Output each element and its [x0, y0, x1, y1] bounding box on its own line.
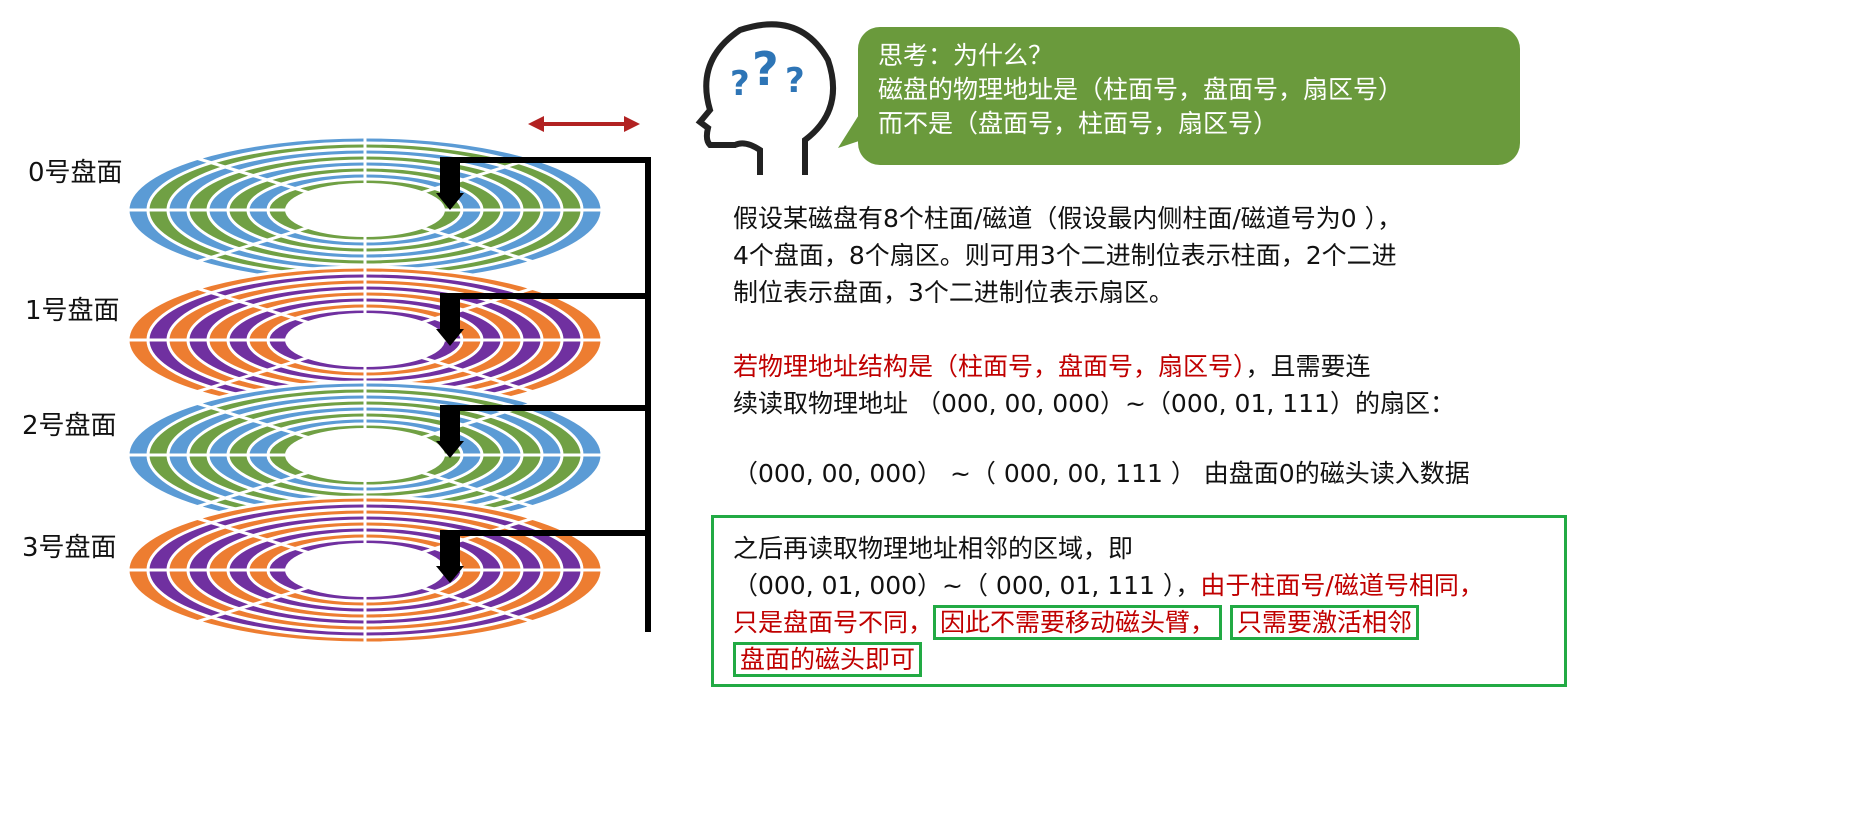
- spindle-hole: [285, 183, 445, 237]
- read-head-0: [440, 157, 460, 193]
- bubble-line: 思考：为什么？: [878, 41, 1054, 70]
- text-red: 由于柱面号/磁道号相同，: [1200, 571, 1484, 600]
- platter-label-3: 3号盘面: [22, 533, 117, 563]
- arrow-right-icon: [624, 116, 640, 132]
- read-head-1: [440, 293, 460, 329]
- thinking-head-icon: ???: [695, 21, 837, 175]
- platter-2: [126, 380, 604, 530]
- spindle-hole: [285, 313, 445, 367]
- highlight-activate-head-cont: 盘面的磁头即可: [733, 642, 923, 677]
- conclusion-box: [711, 515, 1567, 687]
- highlight-no-arm-move: 因此不需要移动磁头臂，: [933, 605, 1223, 640]
- bubble-line: 而不是（盘面号，柱面号，扇区号）: [878, 109, 1279, 138]
- read-paragraph: （000, 00, 000） ~（ 000, 00, 111 ） 由盘面0的磁头…: [733, 459, 1470, 488]
- text-line: 续读取物理地址 （000, 00, 000）~（000, 01, 111）的扇区…: [733, 389, 1455, 418]
- arrow-left-icon: [528, 116, 544, 132]
- text: ，且需要连: [1245, 352, 1371, 381]
- spindle-hole: [285, 428, 445, 482]
- structure-paragraph: 若物理地址结构是（柱面号，盘面号，扇区号），且需要连 续读取物理地址 （000,…: [733, 348, 1455, 422]
- bubble-line: 磁盘的物理地址是（柱面号，盘面号，扇区号）: [878, 75, 1404, 104]
- spindle-hole: [285, 543, 445, 597]
- bubble-tail: [838, 110, 862, 148]
- svg-text:?: ?: [730, 64, 750, 104]
- head-arrow-icon: [436, 329, 464, 346]
- head-arrow-icon: [436, 441, 464, 458]
- platter-label-2: 2号盘面: [22, 411, 117, 441]
- text-line: 4个盘面，8个扇区。则可用3个二进制位表示柱面，2个二进: [733, 241, 1397, 270]
- conclusion-text: 之后再读取物理地址相邻的区域，即 （000, 01, 000）~（ 000, 0…: [733, 530, 1484, 678]
- text: 只是盘面号不同，: [733, 608, 934, 637]
- text-line: 制位表示盘面，3个二进制位表示扇区。: [733, 278, 1174, 307]
- read-head-2: [440, 405, 460, 441]
- svg-text:?: ?: [785, 61, 805, 101]
- text-red: 若物理地址结构是（柱面号，盘面号，扇区号）: [733, 352, 1246, 381]
- svg-text:?: ?: [752, 42, 779, 96]
- platter-label-0: 0号盘面: [28, 158, 123, 188]
- platter-label-1: 1号盘面: [25, 296, 120, 326]
- head-arrow-icon: [436, 566, 464, 583]
- text-line: 假设某磁盘有8个柱面/磁道（假设最内侧柱面/磁道号为0 ），: [733, 204, 1403, 233]
- assumption-paragraph: 假设某磁盘有8个柱面/磁道（假设最内侧柱面/磁道号为0 ）， 4个盘面，8个扇区…: [733, 200, 1402, 311]
- head-arrow-icon: [436, 193, 464, 210]
- platter-1: [126, 265, 604, 415]
- thinking-bubble: 思考：为什么？ 磁盘的物理地址是（柱面号，盘面号，扇区号） 而不是（盘面号，柱面…: [858, 27, 1520, 165]
- highlight-activate-head: 只需要激活相邻: [1229, 605, 1419, 640]
- text-line: 之后再读取物理地址相邻的区域，即: [733, 534, 1134, 563]
- read-head-3: [440, 530, 460, 566]
- platter-3: [126, 495, 604, 645]
- text: （000, 01, 000）~（ 000, 01, 111 ），: [733, 571, 1201, 600]
